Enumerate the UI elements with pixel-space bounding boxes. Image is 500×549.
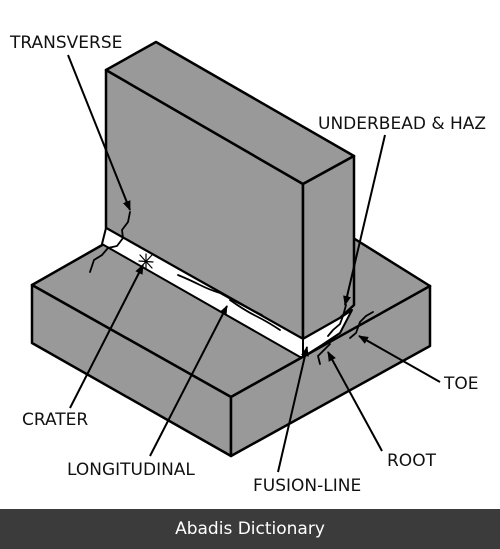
label-root: ROOT [387, 451, 437, 471]
label-fusion-line: FUSION-LINE [253, 476, 361, 496]
transverse-crack [89, 211, 131, 273]
footer-text: Abadis Dictionary [175, 519, 325, 539]
label-crater: CRATER [22, 410, 88, 430]
crater-leader [69, 264, 144, 409]
longitudinal-leader [149, 305, 228, 457]
toe-crack [349, 311, 374, 339]
fusion-line-leader [277, 346, 309, 473]
underbead-crack [327, 304, 347, 337]
weld-bead-right [302, 309, 353, 358]
weld-illustration: TRANSVERSE UNDERBEAD & HAZ TOE CRATER LO… [9, 33, 486, 496]
longitudinal-crack-2 [229, 299, 281, 331]
transverse-leader [67, 54, 131, 211]
vertical-plate-side [301, 154, 356, 341]
base-plate-side [229, 284, 432, 458]
vertical-plate [104, 40, 356, 341]
footer-banner: Abadis Dictionary [0, 509, 500, 549]
root-leader [327, 351, 383, 452]
label-toe: TOE [443, 374, 479, 394]
weld-bead-front [101, 227, 304, 358]
label-transverse: TRANSVERSE [9, 33, 122, 53]
underbead-haz-leader [343, 134, 386, 306]
cracks [89, 211, 374, 365]
leader-lines [67, 54, 441, 473]
label-underbead-haz: UNDERBEAD & HAZ [318, 114, 486, 134]
label-longitudinal: LONGITUDINAL [67, 460, 195, 480]
weld-bead [101, 227, 353, 358]
root-crack [317, 343, 331, 365]
toe-leader [358, 335, 441, 383]
longitudinal-crack-1 [177, 274, 263, 316]
